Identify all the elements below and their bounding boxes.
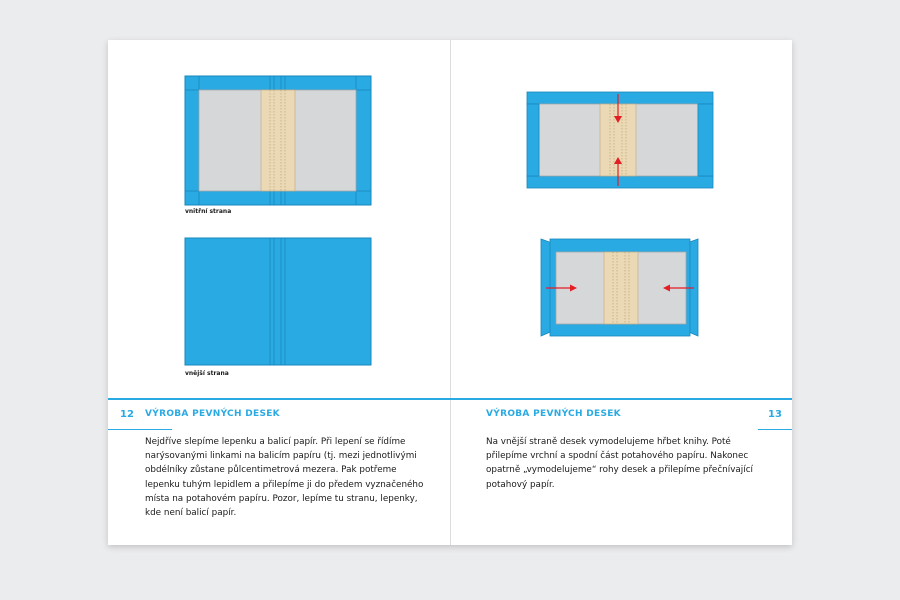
text-line: Nejdříve slepíme lepenku a balicí papír.… bbox=[145, 437, 406, 447]
body-text-left: Nejdříve slepíme lepenku a balicí papír.… bbox=[145, 435, 423, 520]
page-number-left: 12 bbox=[120, 409, 134, 420]
figure-fold-top-bottom bbox=[526, 91, 714, 189]
text-line: potahový papír. bbox=[486, 479, 555, 490]
section-heading-left: VÝROBA PEVNÝCH DESEK bbox=[145, 409, 280, 419]
body-text-right: Na vnější straně desek vymodelujeme hřbe… bbox=[486, 435, 753, 492]
text-line: Na vnější straně desek vymodelujeme hřbe… bbox=[486, 437, 731, 447]
left-page: vnitřní strana vnější strana 12 VÝROBA P… bbox=[108, 40, 450, 545]
section-rule bbox=[108, 398, 792, 400]
book-spread: vnitřní strana vnější strana 12 VÝROBA P… bbox=[108, 40, 792, 545]
text-line: opatrně „vymodelujeme“ rohy desek a přil… bbox=[486, 465, 753, 476]
text-line: lepenku tuhým lepidlem a přilepíme ji do… bbox=[145, 479, 424, 490]
text-line: narýsovanými linkami na balicím papíru (… bbox=[145, 451, 417, 462]
figure-outer-side bbox=[184, 237, 372, 366]
text-line: přilepíme vrchní a spodní část potahovéh… bbox=[486, 451, 749, 462]
page-gutter bbox=[450, 40, 451, 545]
right-page: VÝROBA PEVNÝCH DESEK 13 Na vnější straně… bbox=[450, 40, 792, 545]
page-number-right: 13 bbox=[768, 409, 782, 420]
caption-outer-side: vnější strana bbox=[185, 370, 229, 377]
figure-inner-side bbox=[184, 75, 372, 206]
rule-stub-left bbox=[108, 429, 172, 430]
text-line: kde není balicí papír. bbox=[145, 508, 237, 519]
text-line: obdélníky zůstane půlcentimetrová mezera… bbox=[145, 465, 397, 476]
figure-fold-sides bbox=[540, 238, 699, 337]
section-heading-right: VÝROBA PEVNÝCH DESEK bbox=[486, 409, 621, 419]
rule-stub-right bbox=[758, 429, 792, 430]
caption-inner-side: vnitřní strana bbox=[185, 208, 232, 215]
text-line: místa na potahovém papíru. Pozor, lepíme… bbox=[145, 493, 418, 504]
